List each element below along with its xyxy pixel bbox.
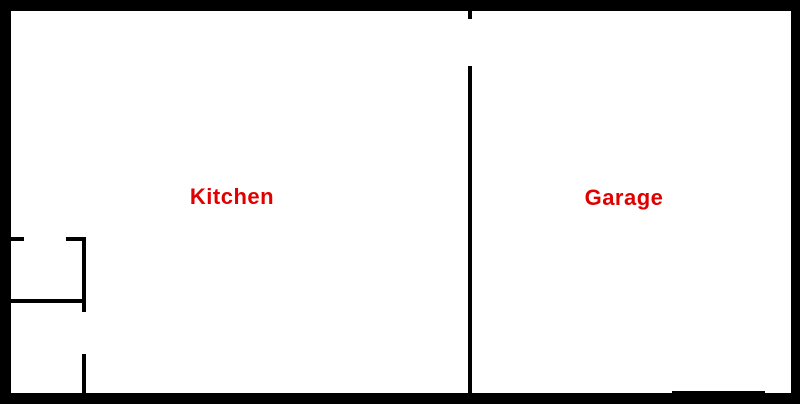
garage-floor (472, 11, 791, 393)
closet-lower-wall (82, 354, 86, 393)
floor-areas (11, 11, 791, 394)
garage-bottom-wall (672, 391, 765, 394)
interior-walls (11, 11, 472, 393)
closet-bottom-wall (11, 299, 86, 303)
kitchen-floor (11, 11, 468, 393)
wall-top-stub (468, 11, 472, 19)
room-label-garage: Garage (585, 185, 664, 210)
wall-divider (468, 66, 472, 393)
doorway-gap (468, 11, 472, 66)
closet-top-wall-right (66, 237, 86, 241)
closet-right-wall (82, 237, 86, 312)
closet-top-wall-left (11, 237, 24, 241)
room-label-kitchen: Kitchen (190, 184, 274, 209)
